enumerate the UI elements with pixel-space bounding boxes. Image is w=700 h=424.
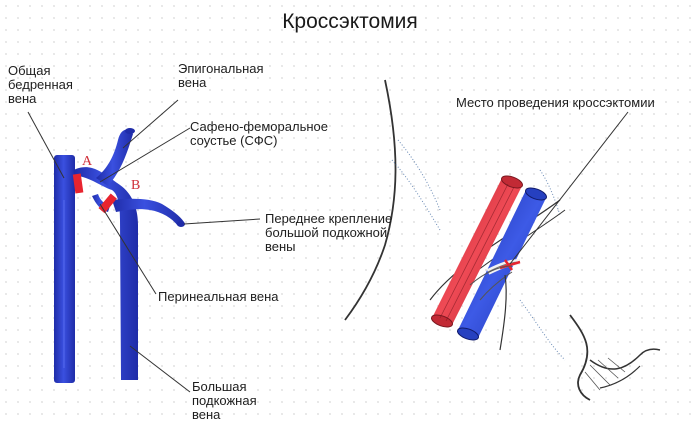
leader-anterior — [183, 218, 261, 225]
leg-outline — [344, 79, 397, 321]
label-common-femoral-vein: Общая бедренная вена — [8, 63, 73, 106]
leader-epigastric — [122, 99, 179, 149]
diagram-title: Кроссэктомия — [282, 10, 418, 33]
vein-schematic: А В — [54, 128, 185, 383]
saphenofemoral-junction — [74, 167, 138, 380]
marker-a: А — [82, 154, 93, 169]
label-saphenofemoral-junction: Сафено-феморальное соустье (СФС) — [190, 119, 328, 148]
leader-crossectomy — [509, 111, 629, 265]
label-great-saphenous-vein: Большая подкожная вена — [192, 379, 257, 422]
epigastric-vein-shape — [96, 129, 133, 186]
lower-tissue-outline — [569, 314, 591, 401]
label-perineal-vein: Перинеальная вена — [158, 289, 279, 304]
label-crossectomy-site: Место проведения кроссэктомии — [456, 95, 655, 110]
leader-perineal — [99, 203, 157, 295]
surgical-illustration — [344, 79, 661, 401]
marker-b: В — [131, 178, 140, 193]
leader-femoral — [27, 111, 65, 179]
label-epigastric-vein: Эпигональная вена — [178, 61, 264, 90]
ligature-a — [72, 173, 84, 194]
anterior-tributary-shape — [112, 198, 184, 226]
leader-sfj — [99, 127, 191, 183]
label-anterior-tributary: Переднее крепление большой подкожной вен… — [265, 211, 393, 254]
leader-great-saphenous — [129, 345, 191, 393]
leader-lines-left — [27, 99, 261, 393]
